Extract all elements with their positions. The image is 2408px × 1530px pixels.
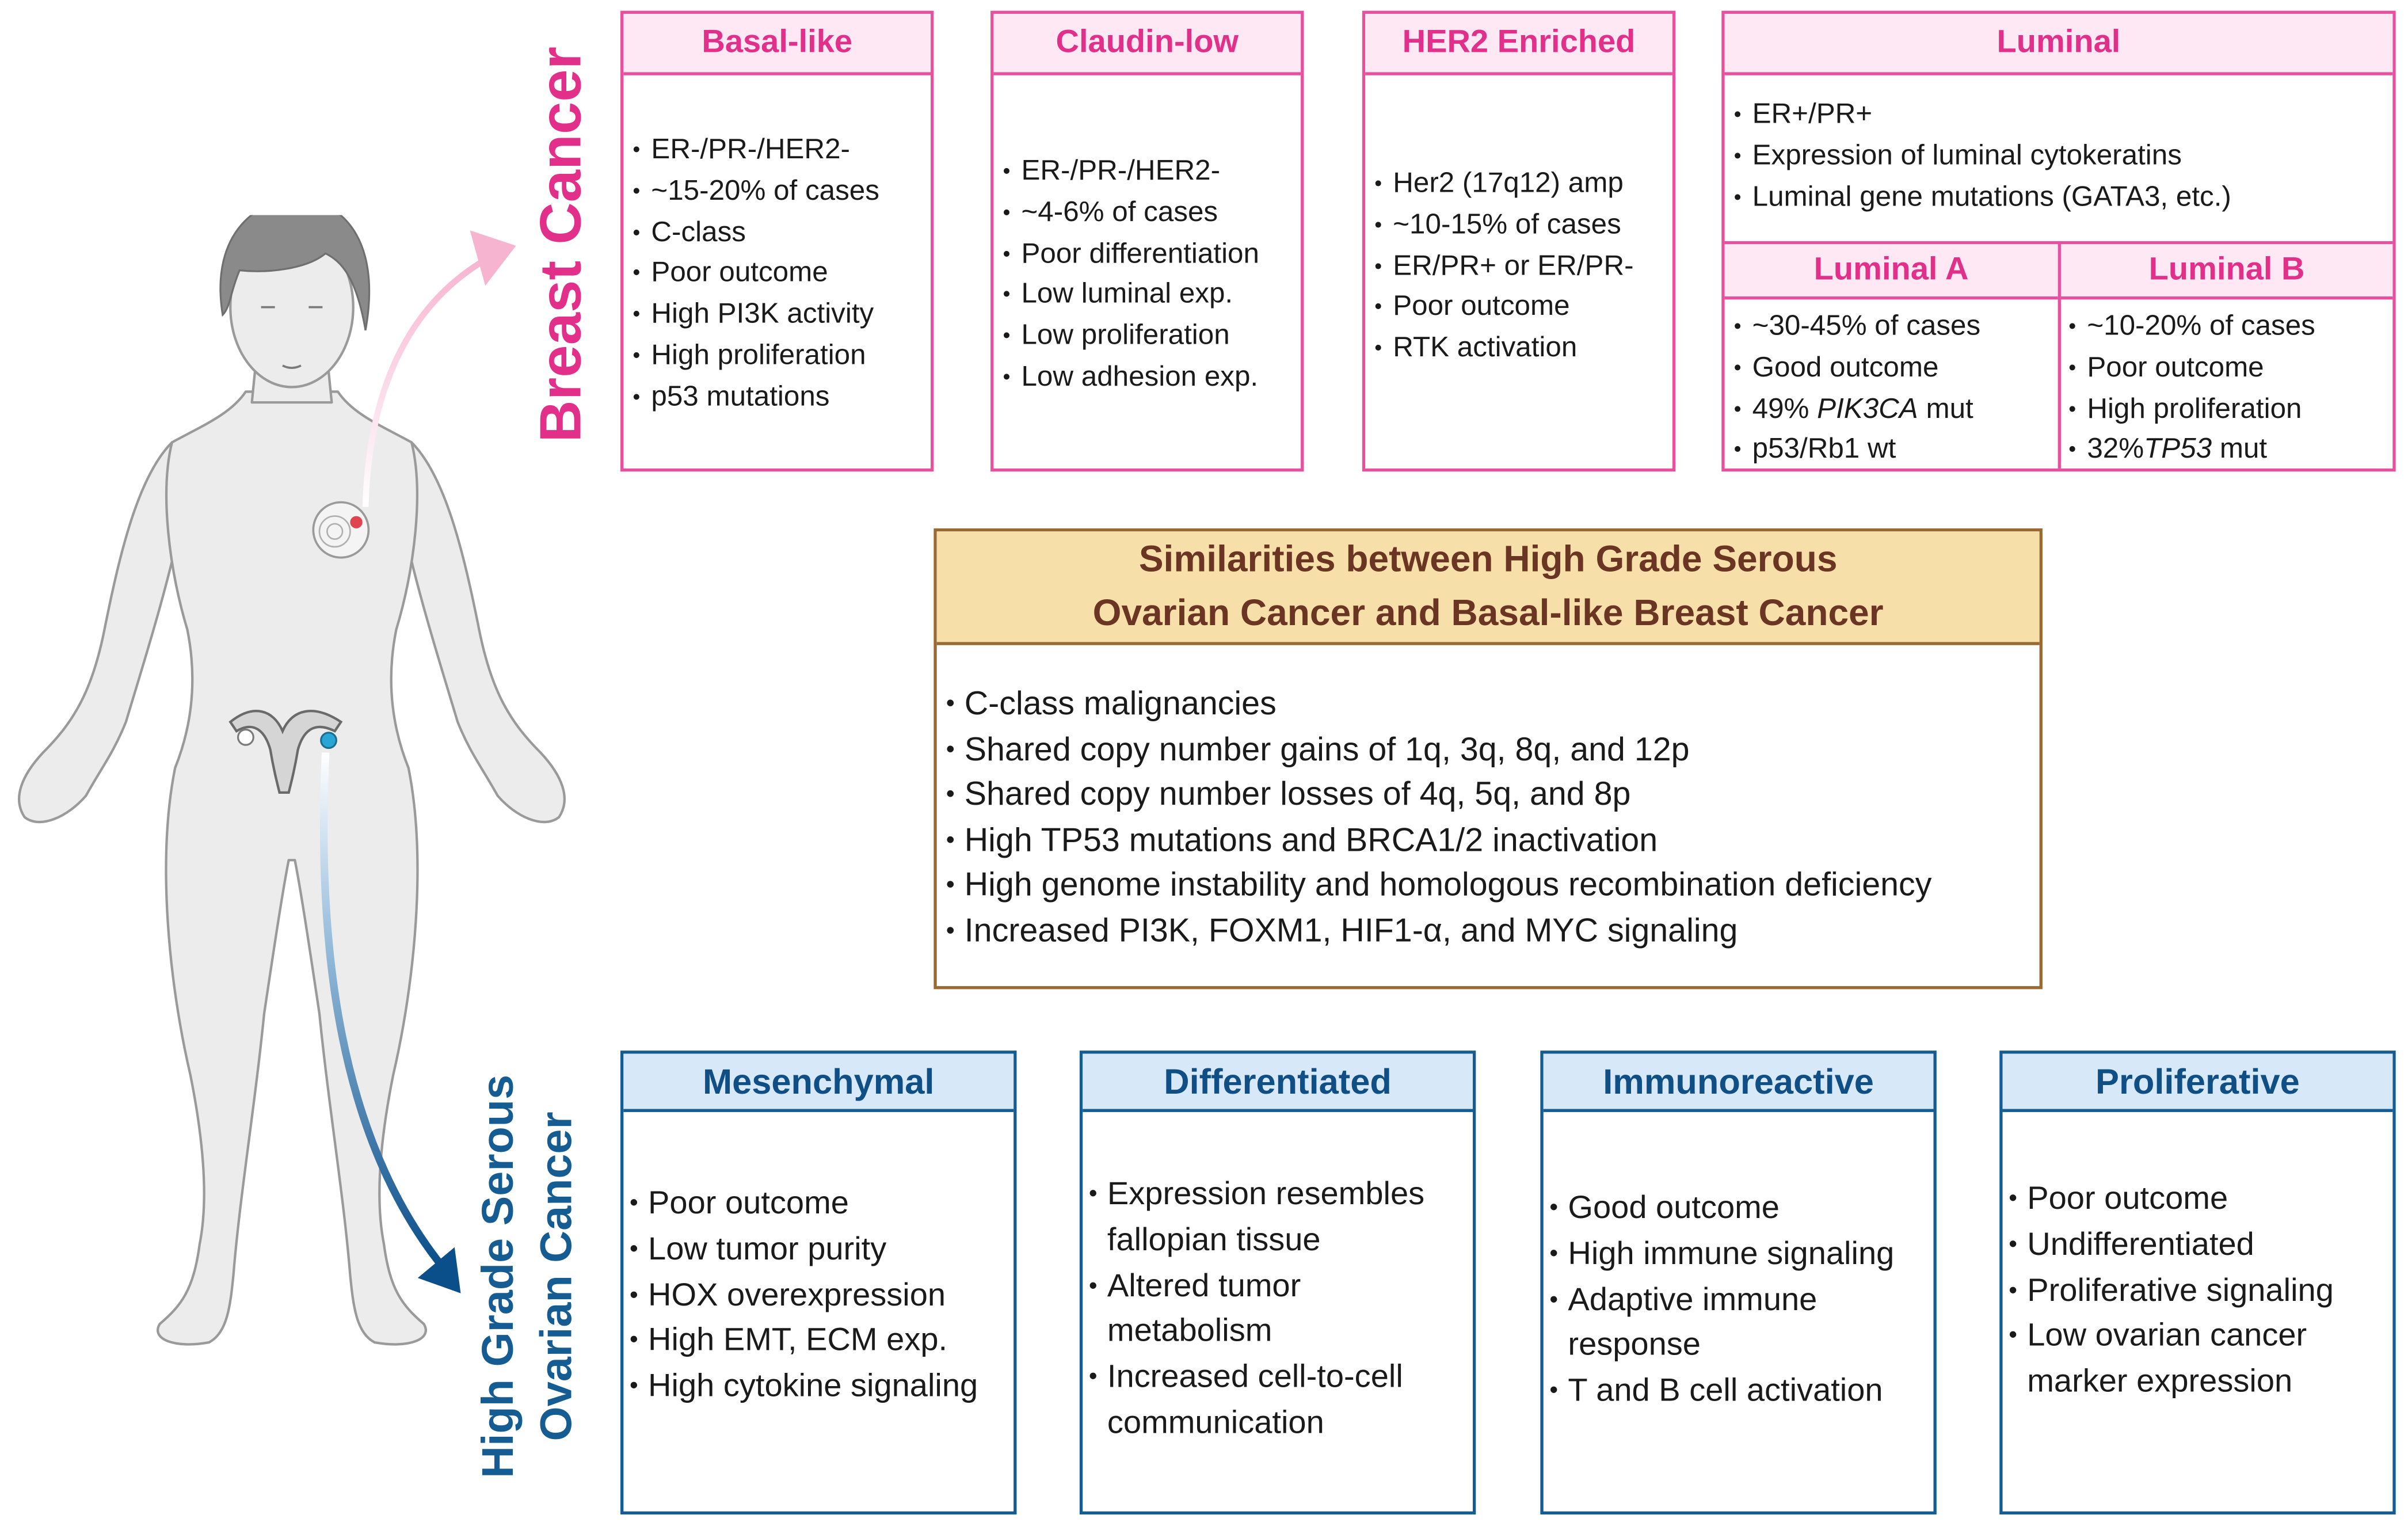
list-item: Poor differentiation [1003,233,1259,275]
list-item: p53/Rb1 wt [1734,429,1981,471]
subtype-title: Immunoreactive [1543,1053,1934,1112]
list-item: C-class [633,211,879,253]
list-item: High PI3K activity [633,294,879,335]
list-item: Adaptive immune response [1549,1277,1926,1369]
list-item: 49% PIK3CA mut [1734,388,1981,429]
list-item: Poor outcome [1374,286,1633,328]
list-item: High TP53 mutations and BRCA1/2 inactiva… [946,818,1932,863]
list-item: ~4-6% of cases [1003,192,1259,233]
ovarian-title-line-2: Ovarian Cancer [532,1112,582,1441]
subtype-title: HER2 Enriched [1365,14,1672,75]
list-item: p53 mutations [633,376,879,417]
list-item: High proliferation [633,335,879,376]
luminal-b-list: ~10-20% of cases Poor outcome High proli… [2068,306,2315,470]
list-item: Poor outcome [633,253,879,294]
list-item: RTK activation [1374,328,1633,369]
list-item: Low ovarian cancer marker expression [2009,1314,2385,1405]
list-item: ~10-20% of cases [2068,306,2315,347]
list-item: ~30-45% of cases [1734,306,1981,347]
list-item: Undifferentiated [2009,1222,2385,1268]
list-item: High EMT, ECM exp. [630,1319,978,1365]
divider [2058,241,2061,469]
subtype-basal-like: Basal-like ER-/PR-/HER2- ~15-20% of case… [620,10,934,472]
subtype-her2-enriched: HER2 Enriched Her2 (17q12) amp ~10-15% o… [1362,10,1676,472]
list-item: ER/PR+ or ER/PR- [1374,245,1633,287]
list-item: Luminal gene mutations (GATA3, etc.) [1734,176,2231,218]
subtype-list: Her2 (17q12) amp ~10-15% of cases ER/PR+… [1374,163,1633,369]
subtype-title: Claudin-low [993,14,1301,75]
list-item: Proliferative signaling [2009,1268,2385,1314]
subtype-title: Basal-like [623,14,931,75]
list-item: Increased cell-to-cell communication [1089,1355,1465,1447]
subtype-list: Poor outcome Low tumor purity HOX overex… [630,1181,978,1410]
subtype-title: Proliferative [2002,1053,2393,1112]
list-item: Low tumor purity [630,1227,978,1273]
list-item: Increased PI3K, FOXM1, HIF1-α, and MYC s… [946,908,1932,954]
luminal-b-title: Luminal B [2060,244,2393,300]
similarities-box: Similarities between High Grade Serous O… [934,528,2043,989]
list-item: Poor outcome [2068,347,2315,389]
list-item: ER-/PR-/HER2- [633,129,879,170]
list-item: Low proliferation [1003,315,1259,357]
text: mut [1918,391,1973,424]
list-item: Poor outcome [630,1181,978,1227]
female-body-illustration [18,215,566,1346]
list-item: High proliferation [2068,388,2315,429]
subtype-list: Good outcome High immune signaling Adapt… [1549,1186,1926,1415]
subtype-title: Luminal [1724,14,2393,75]
list-item: High cytokine signaling [630,1364,978,1410]
similarities-title: Similarities between High Grade Serous O… [936,531,2040,645]
list-item: Low luminal exp. [1003,274,1259,315]
list-item: Good outcome [1549,1186,1926,1232]
subtype-luminal: Luminal ER+/PR+ Expression of luminal cy… [1721,10,2396,472]
subtype-title: Mesenchymal [623,1053,1014,1112]
list-item: ER+/PR+ [1734,94,2231,135]
list-item: High immune signaling [1549,1231,1926,1277]
breast-cancer-title: Breast Cancer [529,46,595,443]
ovarian-title-line-1: High Grade Serous [474,1074,524,1478]
subtype-differentiated: Differentiated Expression resembles fall… [1079,1051,1476,1515]
subtype-mesenchymal: Mesenchymal Poor outcome Low tumor purit… [620,1051,1017,1515]
subtype-immunoreactive: Immunoreactive Good outcome High immune … [1540,1051,1937,1515]
similarities-title-line-1: Similarities between High Grade Serous [1138,539,1838,581]
luminal-list: ER+/PR+ Expression of luminal cytokerati… [1734,94,2231,218]
list-item: Poor outcome [2009,1177,2385,1223]
similarities-list: C-class malignancies Shared copy number … [946,682,1932,954]
list-item: Low adhesion exp. [1003,356,1259,398]
luminal-a-list: ~30-45% of cases Good outcome 49% PIK3CA… [1734,306,1981,470]
list-item: Good outcome [1734,347,1981,389]
text: 32% [2087,432,2144,465]
list-item: ~10-15% of cases [1374,204,1633,245]
luminal-a-title: Luminal A [1724,244,2058,300]
list-item: 32%TP53 mut [2068,429,2315,471]
list-item: C-class malignancies [946,682,1932,728]
gene-name: PIK3CA [1817,391,1918,424]
list-item: High genome instability and homologous r… [946,863,1932,909]
similarities-title-line-2: Ovarian Cancer and Basal-like Breast Can… [1092,592,1884,635]
list-item: Expression of luminal cytokeratins [1734,135,2231,176]
list-item: T and B cell activation [1549,1369,1926,1415]
list-item: ~15-20% of cases [633,170,879,212]
text: 49% [1752,391,1818,424]
subtype-proliferative: Proliferative Poor outcome Undifferentia… [1999,1051,2396,1515]
subtype-list: Poor outcome Undifferentiated Proliferat… [2009,1177,2385,1406]
ovarian-cancer-title: High Grade Serous Ovarian Cancer [470,1069,587,1483]
list-item: Expression resembles fallopian tissue [1089,1172,1465,1263]
subtype-list: Expression resembles fallopian tissue Al… [1089,1172,1465,1447]
gene-name: TP53 [2144,432,2212,465]
list-item: Altered tumor metabolism [1089,1263,1465,1355]
list-item: HOX overexpression [630,1273,978,1319]
text: mut [2212,432,2268,465]
list-item: Shared copy number losses of 4q, 5q, and… [946,772,1932,818]
subtype-list: ER-/PR-/HER2- ~15-20% of cases C-class P… [633,129,879,417]
subtype-list: ER-/PR-/HER2- ~4-6% of cases Poor differ… [1003,151,1259,398]
list-item: Her2 (17q12) amp [1374,163,1633,204]
list-item: ER-/PR-/HER2- [1003,151,1259,192]
subtype-title: Differentiated [1083,1053,1473,1112]
subtype-claudin-low: Claudin-low ER-/PR-/HER2- ~4-6% of cases… [990,10,1304,472]
list-item: Shared copy number gains of 1q, 3q, 8q, … [946,727,1932,772]
